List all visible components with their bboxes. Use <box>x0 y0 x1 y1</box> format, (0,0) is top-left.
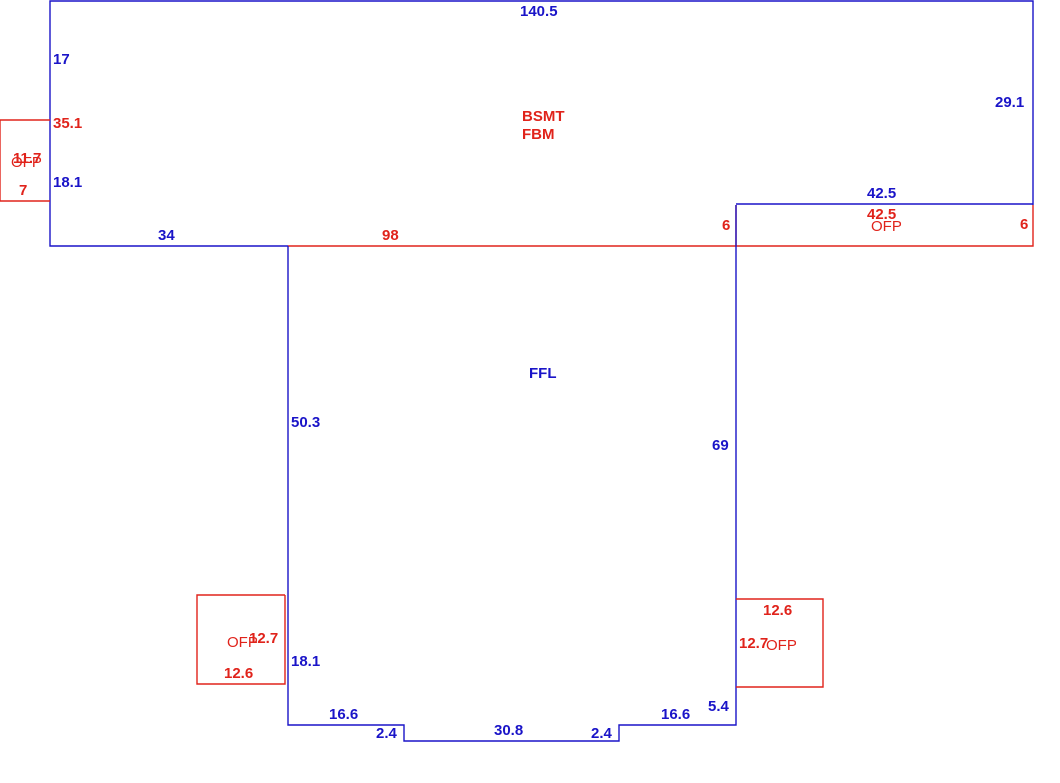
dim-ffl-left: 50.3 <box>291 414 320 431</box>
dim-left-upper: 17 <box>53 51 70 68</box>
dim-notch-right: 2.4 <box>591 725 613 742</box>
dim-porch-right: 6 <box>1020 216 1028 233</box>
dim-step-small: 6 <box>722 217 730 234</box>
ofp-bottom-right-label: OFP <box>766 637 797 654</box>
dim-bottom-left-seg: 16.6 <box>329 706 358 723</box>
dim-notch-left: 2.4 <box>376 725 398 742</box>
dim-ffl-left-lower: 18.1 <box>291 653 320 670</box>
dim-porch-top-red: 42.5 <box>867 206 896 223</box>
ofp-bottom-right-outline <box>736 598 824 688</box>
dim-bottom-left: 34 <box>158 227 175 244</box>
ffl-outline <box>287 205 737 742</box>
dim-left-lower: 18.1 <box>53 174 82 191</box>
dim-left-red: 35.1 <box>53 115 82 132</box>
dim-br-porch-top: 12.6 <box>763 602 792 619</box>
ofp-bottom-left-label: OFP <box>227 634 258 651</box>
bsmt-outline <box>49 0 1034 247</box>
dim-ffl-right: 69 <box>712 437 729 454</box>
dim-bottom-mid: 98 <box>382 227 399 244</box>
ofp-left-outline <box>0 119 50 202</box>
dim-porch-top-blue: 42.5 <box>867 185 896 202</box>
ofp-bottom-left-outline <box>196 594 286 685</box>
dim-bl-porch-bottom: 12.6 <box>224 665 253 682</box>
dim-ofp-left-b: 7 <box>19 182 27 199</box>
dim-bottom-right-seg: 16.6 <box>661 706 690 723</box>
dim-ffl-right-lower: 5.4 <box>708 698 730 715</box>
ffl-label: FFL <box>529 365 557 382</box>
ofp-top-right-label: OFP <box>871 218 902 235</box>
dim-right-upper: 29.1 <box>995 94 1024 111</box>
dim-bl-porch-side: 12.7 <box>249 630 278 647</box>
fbm-label: FBM <box>522 126 555 143</box>
dim-ofp-left-a: 11.7 <box>13 150 41 167</box>
ofp-left-label: OFP <box>11 154 42 171</box>
bsmt-label: BSMT <box>522 108 565 125</box>
dim-top: 140.5 <box>520 3 558 20</box>
dim-bottom-center: 30.8 <box>494 722 523 739</box>
dim-br-porch-side: 12.7 <box>739 635 768 652</box>
